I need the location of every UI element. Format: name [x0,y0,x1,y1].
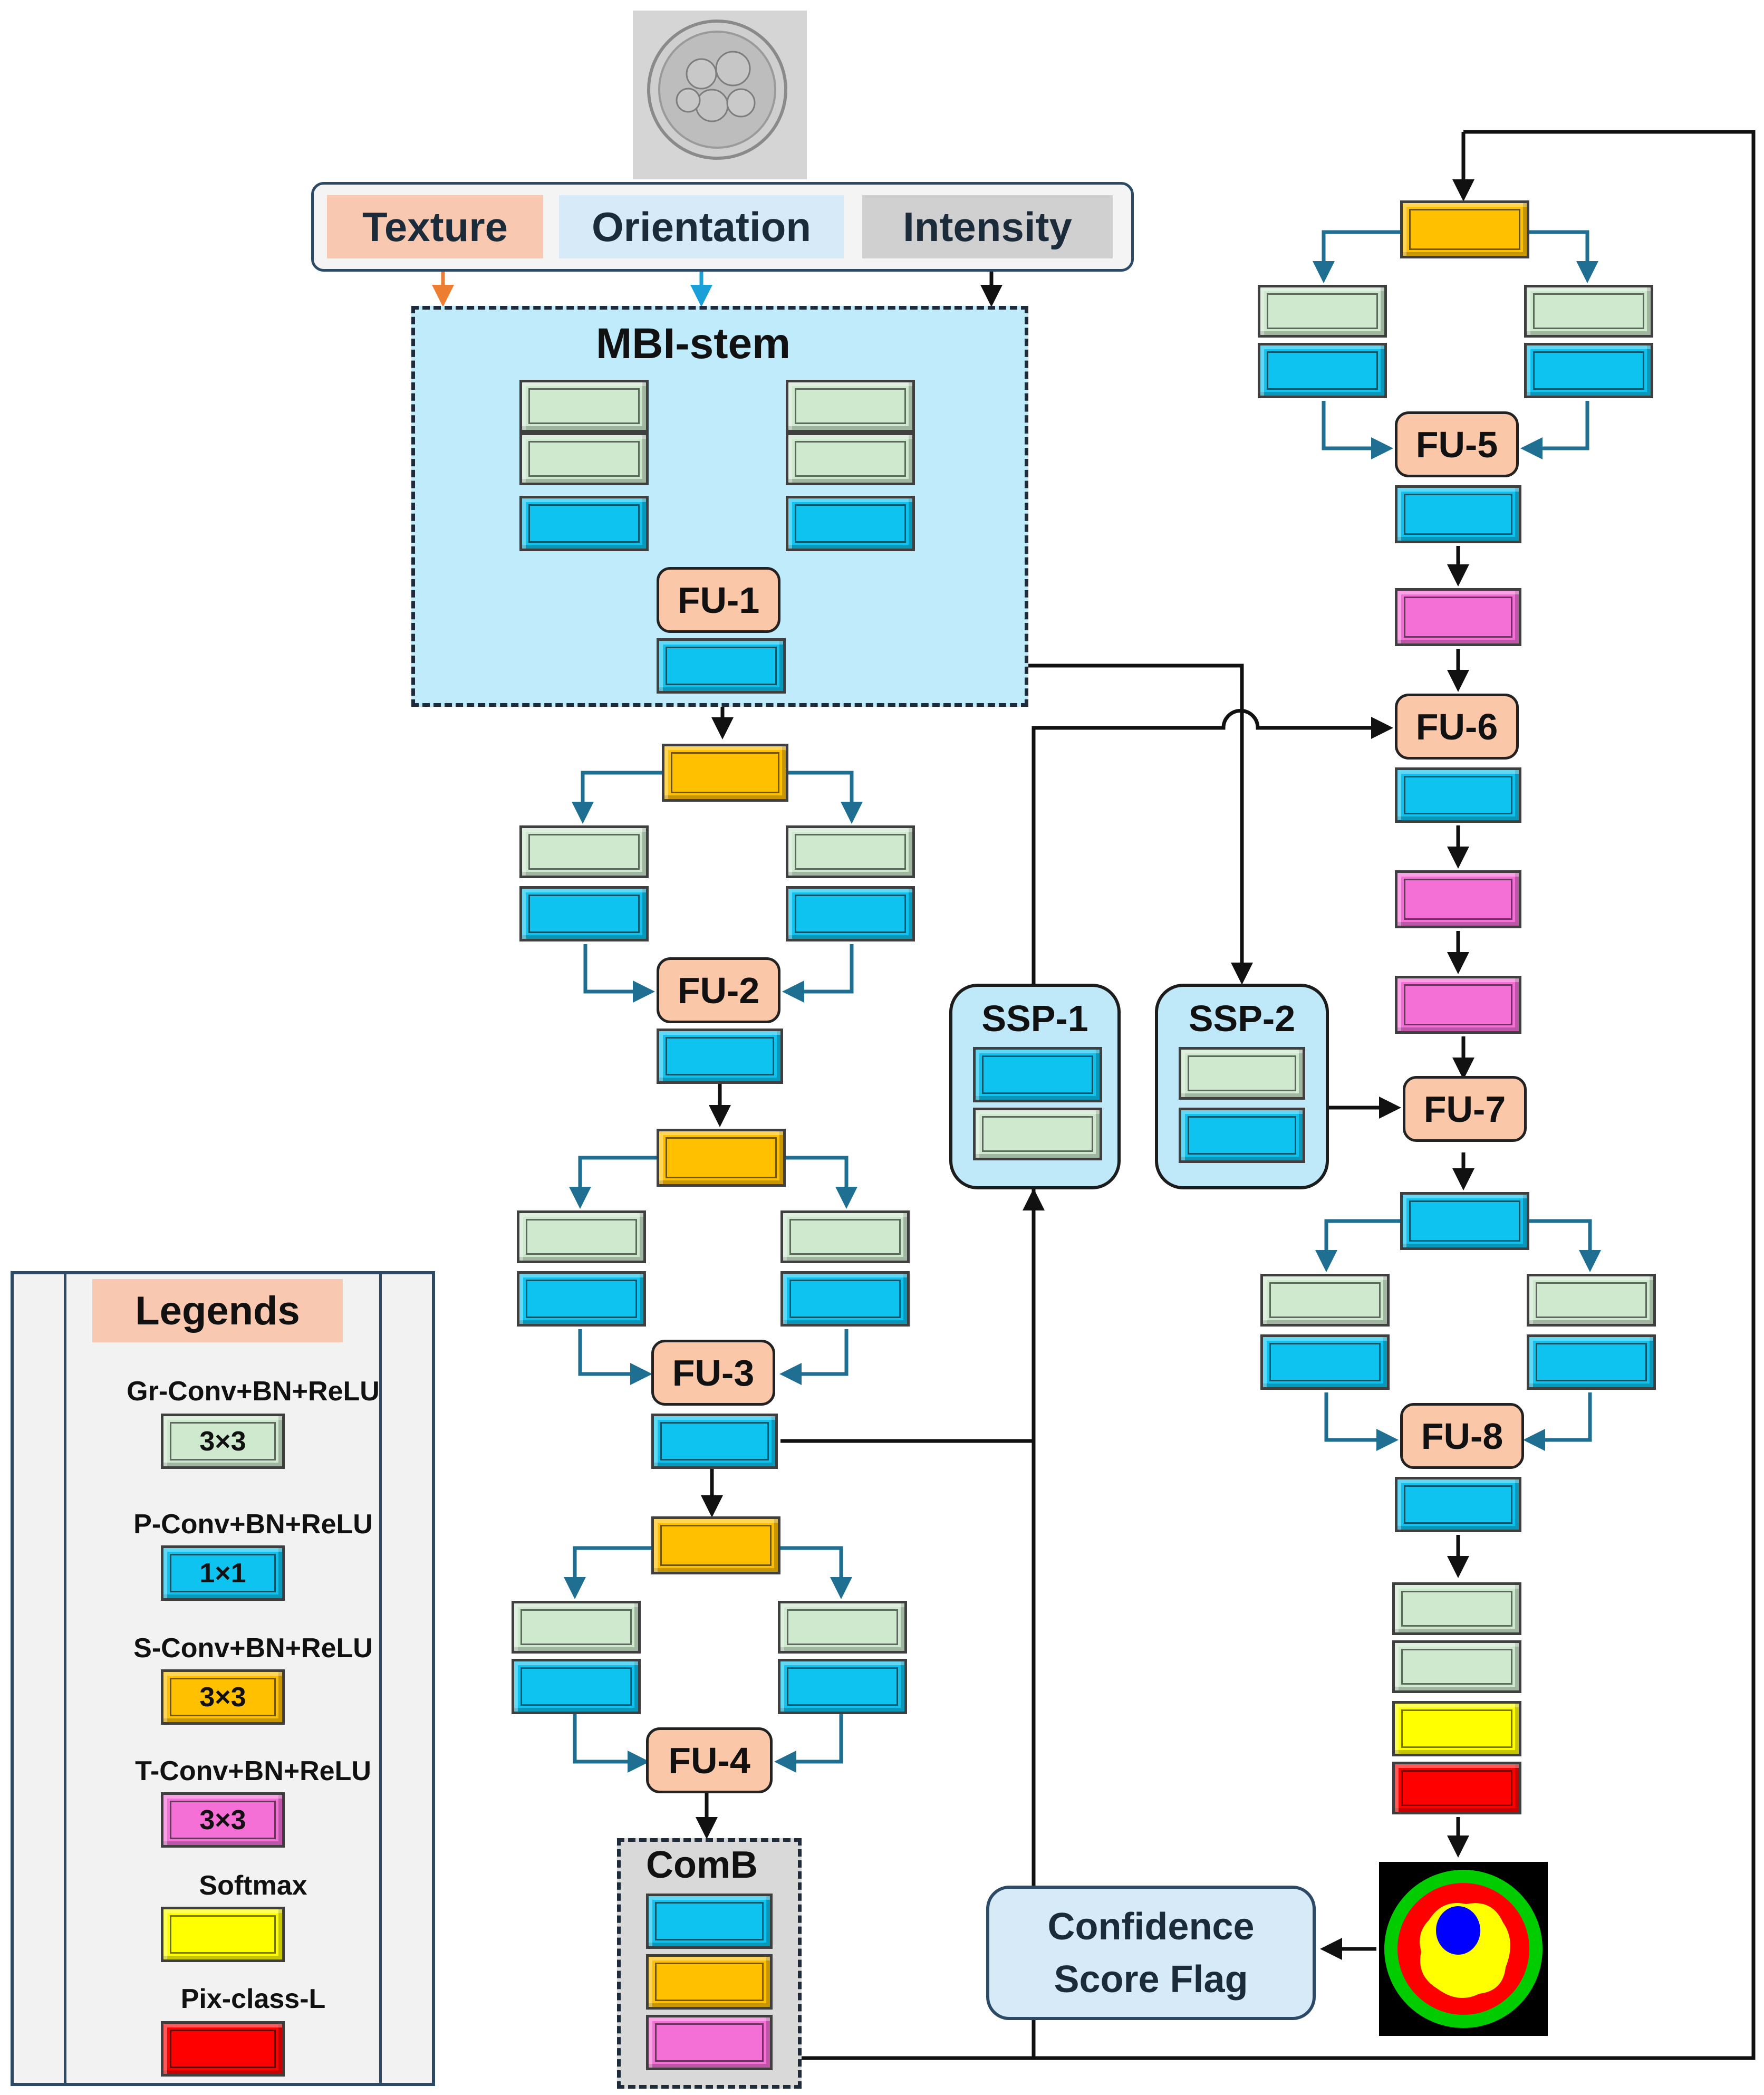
legend-pix-class-swatch [161,2021,285,2077]
p-conv-block [646,1894,773,1949]
orientation-label: Orientation [559,195,844,258]
ssp-1-title: SSP-1 [981,998,1088,1039]
legend-item-label: S-Conv+BN+ReLU [133,1633,373,1664]
s-conv-block [646,1954,773,2010]
p-conv-block [780,1271,910,1327]
legend-title: Legends [92,1279,343,1342]
softmax-block [1392,1701,1521,1756]
legend-item-label: Pix-class-L [180,1984,326,2014]
p-conv-block [973,1047,1102,1102]
legend-item-label: T-Conv+BN+ReLU [135,1756,371,1786]
p-conv-block [1400,1192,1529,1250]
t-conv-block [646,2015,773,2070]
s-conv-block [651,1516,780,1574]
segmentation-output [1379,1862,1548,2036]
t-conv-block [1395,588,1521,646]
texture-label: Texture [327,195,543,258]
gr-conv-block [519,380,649,433]
p-conv-block [778,1659,907,1714]
legend-p-conv-swatch [161,1545,285,1601]
gr-conv-block [1392,1582,1521,1635]
embryo-icon [647,20,787,160]
intensity-label: Intensity [862,195,1113,258]
t-conv-block [1395,870,1521,928]
legend-softmax-swatch [161,1907,285,1962]
pix-class-block [1392,1762,1521,1814]
p-conv-block [1395,767,1521,823]
gr-conv-block [1260,1274,1390,1327]
p-conv-block [786,496,915,551]
legend-item-label: Gr-Conv+BN+ReLU [127,1376,380,1407]
s-conv-block [657,1129,786,1187]
gr-conv-block [780,1210,910,1263]
segmentation-mask-icon [1384,1870,1543,2028]
gr-conv-block [1527,1274,1656,1327]
p-conv-block [651,1414,778,1469]
p-conv-block [1179,1108,1305,1163]
s-conv-block [662,744,788,802]
legend-size-label: 1×1 [199,1558,246,1589]
gr-conv-block [517,1210,646,1263]
p-conv-block [786,886,915,941]
input-blastocyst-image [633,11,807,179]
p-conv-block [1395,1477,1521,1532]
fu-8-node: FU-8 [1400,1403,1524,1469]
legend-item-label: P-Conv+BN+ReLU [133,1509,373,1540]
gr-conv-block [519,433,649,485]
gr-conv-block [786,380,915,433]
fu-4-node: FU-4 [646,1727,773,1793]
p-conv-block [1527,1334,1656,1390]
fu-2-node: FU-2 [657,957,780,1023]
gr-conv-block [519,825,649,878]
legend-gr-conv-swatch [161,1414,285,1469]
branch-arrows [564,230,1601,1773]
legend-t-conv-swatch [161,1792,285,1848]
gr-conv-block [1392,1640,1521,1693]
ssp-2-title: SSP-2 [1188,998,1296,1039]
legend-item-label: Softmax [199,1870,307,1901]
confidence-score-flag: Confidence Score Flag [986,1886,1316,2020]
mbi-stem-title: MBI-stem [596,320,791,368]
gr-conv-block [973,1108,1102,1160]
comb-title: ComB [646,1844,758,1886]
p-conv-block [1260,1334,1390,1390]
p-conv-block [517,1271,646,1327]
fu-5-node: FU-5 [1395,411,1519,477]
fu-1-node: FU-1 [657,567,780,633]
p-conv-block [1395,485,1521,543]
gr-conv-block [786,433,915,485]
confidence-line-1: Confidence [1047,1905,1255,1948]
p-conv-block [519,886,649,941]
fu-3-node: FU-3 [651,1340,775,1406]
legend-size-label: 3×3 [199,1804,246,1835]
p-conv-block [1258,343,1387,398]
t-conv-block [1395,976,1521,1034]
gr-conv-block [1258,285,1387,338]
p-conv-block [512,1659,641,1714]
p-conv-block [657,1029,783,1084]
gr-conv-block [1524,285,1653,338]
p-conv-block [657,638,786,694]
legend-s-conv-swatch [161,1669,285,1725]
confidence-line-2: Score Flag [1054,1958,1248,2001]
gr-conv-block [512,1601,641,1654]
legend-size-label: 3×3 [199,1681,246,1713]
fu-6-node: FU-6 [1395,694,1519,760]
s-conv-block [1400,200,1529,258]
gr-conv-block [786,825,915,878]
fu-7-node: FU-7 [1403,1076,1527,1142]
p-conv-block [519,496,649,551]
p-conv-block [1524,343,1653,398]
gr-conv-block [778,1601,907,1654]
gr-conv-block [1179,1047,1305,1100]
legend-size-label: 3×3 [199,1426,246,1457]
